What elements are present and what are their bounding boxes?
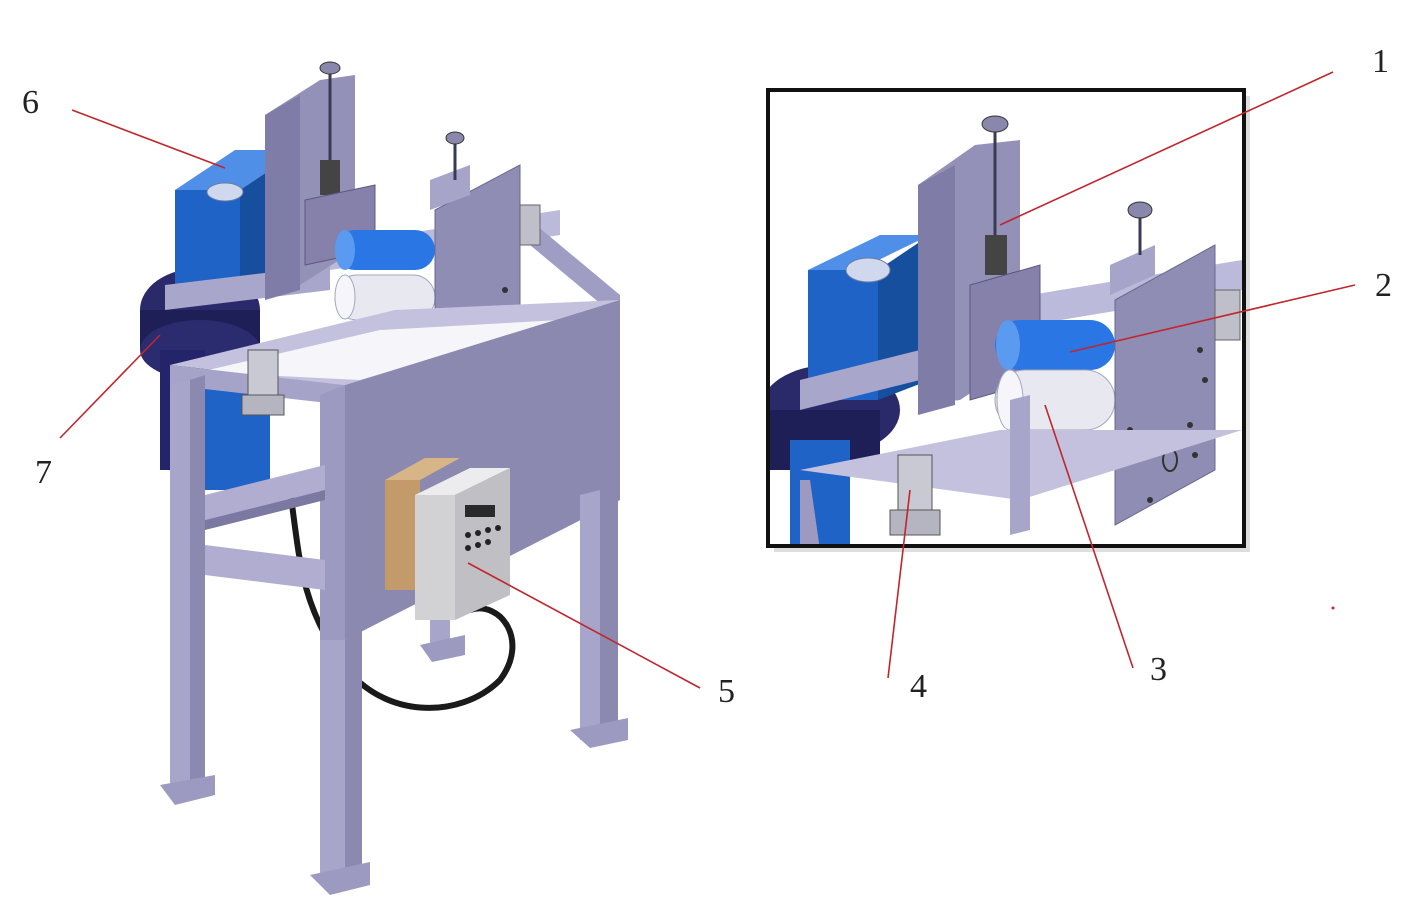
callout-5: 5 <box>718 673 735 710</box>
stray-dot <box>1331 606 1335 610</box>
leader-1 <box>999 71 1334 226</box>
detail-inset <box>766 88 1250 552</box>
callout-1: 1 <box>1372 43 1389 80</box>
callout-6: 6 <box>22 84 39 121</box>
leader-4 <box>887 489 911 679</box>
callout-numbers: 1 2 3 4 5 6 7 <box>22 43 1392 710</box>
callout-2: 2 <box>1375 267 1392 304</box>
controller-unit <box>385 458 510 620</box>
left-side-plate <box>265 61 376 300</box>
callout-4: 4 <box>910 668 927 705</box>
leader-6 <box>71 109 226 169</box>
leader-7 <box>59 334 161 439</box>
callout-3: 3 <box>1150 651 1167 688</box>
main-assembly <box>140 61 628 895</box>
leader-2 <box>1069 284 1356 353</box>
leader-3 <box>1044 404 1134 669</box>
frame-legs <box>160 375 628 895</box>
rollers-main <box>334 230 436 321</box>
leader-lines <box>59 71 1356 689</box>
leader-5 <box>467 562 701 689</box>
bearing-block <box>241 349 285 416</box>
callout-7: 7 <box>35 454 52 491</box>
